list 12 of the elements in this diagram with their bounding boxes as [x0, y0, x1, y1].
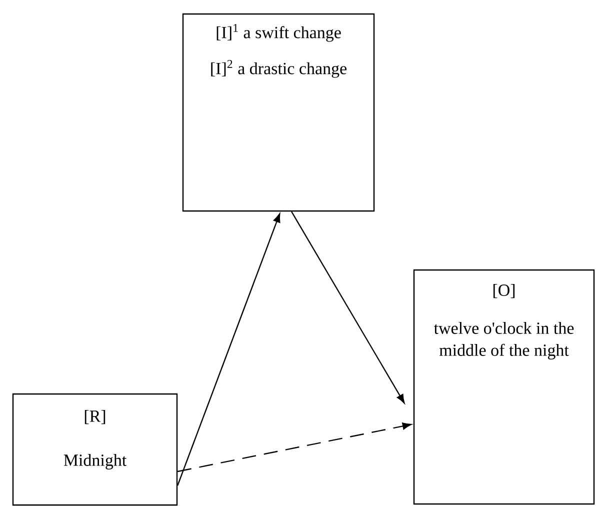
box-text: [R] — [84, 410, 106, 424]
box-text: [I]$^{1}$ a swift change — [216, 24, 341, 42]
box-text: Midnight — [64, 454, 127, 470]
box-text: twelve o'clock in the middle of the night — [434, 322, 574, 360]
text-box — [182, 13, 375, 212]
arrow — [290, 211, 405, 404]
text-box — [12, 393, 178, 506]
arrow — [177, 213, 280, 486]
arrow — [177, 422, 412, 472]
box-text: [O] — [493, 284, 515, 298]
box-text: [I]$^{2}$ a drastic change — [211, 60, 346, 78]
text-box — [413, 269, 595, 505]
